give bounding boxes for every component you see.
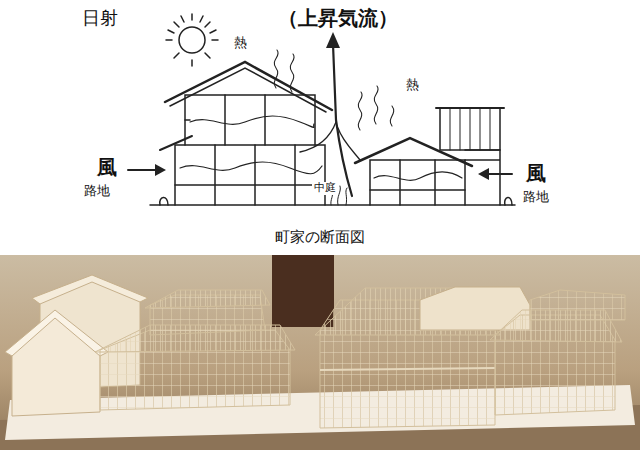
alley-label: 路地 (82, 184, 112, 199)
arrowhead (155, 164, 166, 176)
sunlight-label: 日射 (80, 8, 120, 29)
model-photo (0, 255, 640, 450)
section-drawing (128, 14, 515, 205)
drawing-ground (0, 0, 640, 255)
arrowhead (478, 168, 489, 180)
heat-label: 熱 (232, 36, 249, 51)
heat-label: 熱 (404, 78, 421, 93)
updraft-label: （上昇気流） (276, 7, 400, 30)
courtyard-label: 中庭 (312, 182, 338, 195)
alley-label: 路地 (521, 190, 551, 205)
wind-label: 風 (524, 162, 548, 185)
wind-label: 風 (95, 156, 119, 179)
arrowhead (326, 32, 340, 48)
caption: 町家の断面図 (273, 229, 367, 246)
